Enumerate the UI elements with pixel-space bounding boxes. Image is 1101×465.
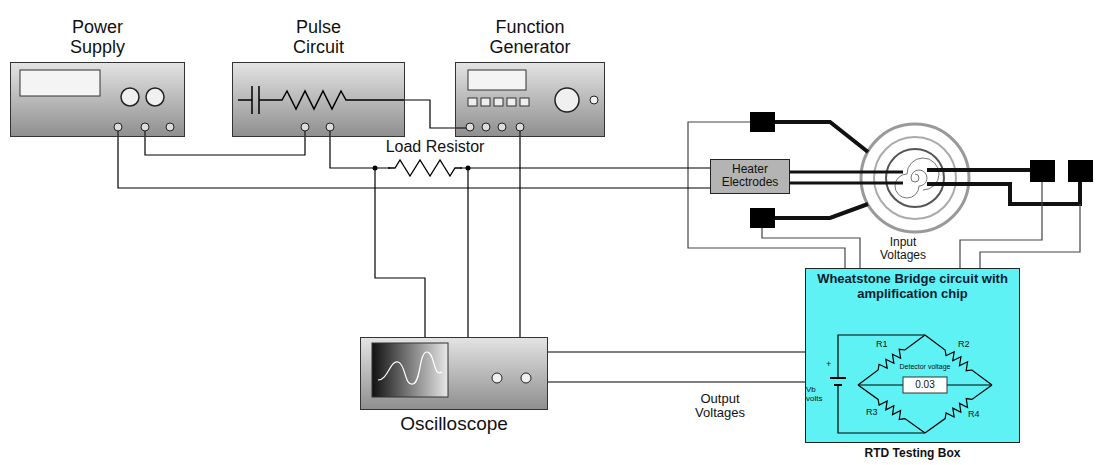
drawing-circle bbox=[166, 123, 174, 131]
drawing-circle bbox=[146, 88, 164, 106]
drawing-circle bbox=[121, 88, 139, 106]
wire bbox=[145, 137, 305, 155]
wire bbox=[118, 137, 710, 188]
meter-reading: 0.03 bbox=[903, 379, 947, 390]
drawing-circle bbox=[886, 149, 944, 207]
drawing-rect bbox=[903, 377, 947, 393]
wire bbox=[519, 137, 520, 337]
pulse-circuit: Pulse Circuit bbox=[232, 62, 405, 137]
polarity-sign: + bbox=[826, 360, 836, 370]
oscilloscope-panel bbox=[360, 337, 548, 410]
function-generator: Function Generator bbox=[455, 62, 605, 137]
drawing-rect bbox=[10, 62, 185, 137]
drawing-circle bbox=[482, 123, 490, 131]
power-supply-panel bbox=[10, 62, 185, 137]
drawing-circle bbox=[521, 373, 531, 383]
drawing-rect bbox=[1030, 160, 1055, 182]
drawing-circle bbox=[516, 123, 524, 131]
drawing-rect bbox=[468, 70, 526, 90]
bridge-resistor bbox=[858, 335, 925, 385]
meter-label: Detector voltage bbox=[890, 363, 960, 371]
node-title: Heater Electrodes bbox=[716, 163, 784, 190]
signal-label: Output Voltages bbox=[680, 392, 760, 421]
input-wires bbox=[688, 122, 1080, 268]
drawing-path bbox=[378, 352, 442, 384]
drawing-rect bbox=[372, 343, 448, 397]
wire bbox=[548, 351, 805, 352]
drawing-rect bbox=[20, 70, 100, 96]
drawing-rect bbox=[468, 98, 477, 106]
resistor-label: R1 bbox=[876, 340, 894, 350]
drawing-rect bbox=[1068, 160, 1093, 182]
probe-wires bbox=[373, 166, 471, 338]
power-supply: Power Supply bbox=[10, 62, 185, 137]
oscilloscope: Oscilloscope bbox=[360, 337, 548, 410]
drawing-circle bbox=[874, 137, 956, 219]
node-title: Oscilloscope bbox=[361, 413, 547, 435]
wire bbox=[548, 381, 805, 382]
function-generator-panel bbox=[455, 62, 605, 137]
heater-electrodes: Heater Electrodes bbox=[710, 159, 790, 194]
bridge-resistor bbox=[925, 385, 992, 433]
node-caption: RTD Testing Box bbox=[806, 446, 1019, 460]
drawing-path bbox=[895, 158, 939, 198]
drawing-circle bbox=[498, 123, 506, 131]
wire bbox=[405, 100, 455, 128]
drawing-circle bbox=[466, 123, 474, 131]
drawing-path bbox=[830, 377, 846, 379]
node-title: Wheatstone Bridge circuit with amplifica… bbox=[806, 269, 1019, 305]
resistor-label: R3 bbox=[866, 408, 884, 418]
drawing-rect bbox=[232, 62, 405, 137]
drawing-path bbox=[455, 128, 520, 137]
bridge-resistor bbox=[925, 335, 992, 385]
drawing-rect bbox=[507, 98, 516, 106]
drawing-rect bbox=[520, 98, 529, 106]
rtd-box-fill bbox=[805, 268, 1020, 443]
drawing-circle bbox=[114, 123, 122, 131]
signal-label: Input Voltages bbox=[872, 236, 934, 262]
rtd-testing-box: Wheatstone Bridge circuit with amplifica… bbox=[805, 268, 1020, 443]
resistor-symbol bbox=[388, 160, 462, 176]
drawing-circle bbox=[326, 123, 334, 131]
drawing-circle bbox=[141, 123, 149, 131]
drawing-circle bbox=[861, 124, 969, 232]
drawing-circle bbox=[590, 96, 598, 104]
node-title: Power Supply bbox=[58, 17, 138, 57]
drawing-rect bbox=[455, 62, 605, 137]
resistor-label: R4 bbox=[968, 410, 986, 420]
drawing-circle bbox=[492, 373, 502, 383]
drawing-path bbox=[375, 168, 468, 337]
node-title: Pulse Circuit bbox=[279, 17, 359, 57]
pulse-circuit-panel bbox=[232, 62, 405, 137]
node-title: Function Generator bbox=[475, 17, 585, 57]
component-label: Load Resistor bbox=[360, 138, 510, 156]
drawing-rect bbox=[750, 208, 775, 228]
resistor-label: R2 bbox=[958, 340, 976, 350]
drawing-circle bbox=[301, 123, 309, 131]
drawing-path bbox=[238, 86, 405, 114]
drawing-rect bbox=[494, 98, 503, 106]
battery-label: Vb volts bbox=[806, 386, 834, 404]
wheatstone-bridge bbox=[830, 335, 992, 433]
drawing-circle bbox=[555, 88, 579, 112]
drawing-rect bbox=[481, 98, 490, 106]
drawing-rect bbox=[360, 337, 548, 410]
drawing-path bbox=[927, 170, 1080, 204]
drawing-rect bbox=[750, 112, 775, 132]
drawing-path bbox=[834, 384, 842, 386]
bridge-resistor bbox=[858, 385, 925, 433]
